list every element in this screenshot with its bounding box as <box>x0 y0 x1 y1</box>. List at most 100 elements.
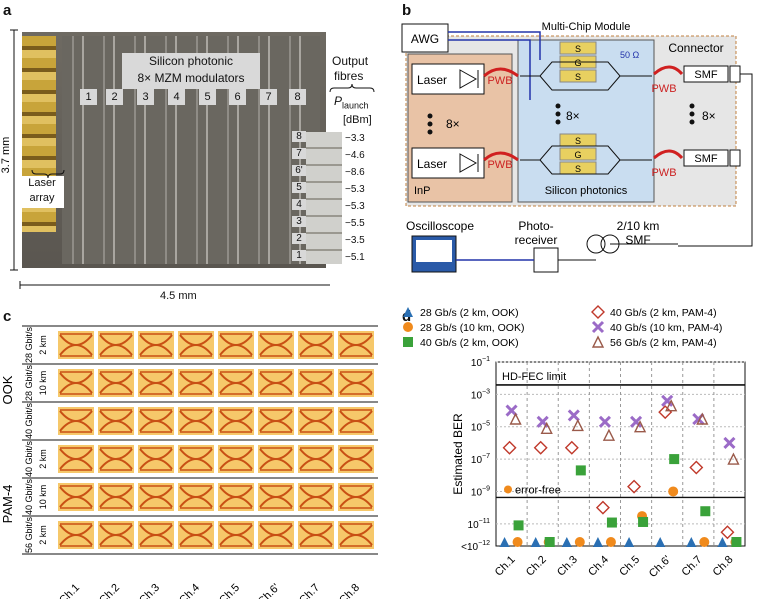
data-point <box>686 537 697 547</box>
dimension-horizontal: 4.5 mm <box>160 290 197 302</box>
si-multiplier: 8× <box>566 109 580 123</box>
y-tick-label: 10−1 <box>471 356 490 369</box>
ber-marks <box>499 394 742 547</box>
ber-chart: 28 Gb/s (2 km, OOK)28 Gb/s (10 km, OOK)4… <box>403 305 746 580</box>
chip-title-line2: 8× MZM modulators <box>137 71 245 85</box>
fibre-power-7: −4.6 <box>345 150 365 161</box>
eye-rail <box>260 333 292 357</box>
eye-trace <box>219 448 253 470</box>
row-rate-label: 40 Gbit/s <box>24 478 34 515</box>
modulator-number-7: 7 <box>260 89 277 105</box>
eye-trace <box>299 334 333 356</box>
connector-label: Connector <box>668 41 723 55</box>
plaunch-subscript: launch <box>342 100 369 111</box>
fibre-label-8: 8 <box>292 131 306 142</box>
setup-diagram: AWG Multi-Chip Module Connector Laser La… <box>401 21 753 273</box>
data-point <box>665 399 678 412</box>
legend-marker <box>591 335 605 348</box>
oscilloscope-label: Oscilloscope <box>406 219 474 233</box>
eye-rail <box>100 333 132 357</box>
eye-rail <box>300 485 332 509</box>
eye-rail <box>100 447 132 471</box>
y-tick-exponent: −12 <box>478 540 490 547</box>
data-point <box>595 500 610 515</box>
channel-label: Ch.3 <box>137 582 162 599</box>
modulator-number-6: 6 <box>229 89 246 105</box>
data-point <box>630 415 643 428</box>
data-point <box>575 465 586 476</box>
eye-rail <box>300 523 332 547</box>
eye-rail <box>260 523 292 547</box>
plaunch-label: Plaunch <box>334 94 369 110</box>
eye-rail <box>260 409 292 433</box>
eye-trace <box>339 410 373 432</box>
panel-label-b: b <box>402 2 412 19</box>
fibre-power-8: −3.3 <box>345 133 365 144</box>
eye-trace <box>219 410 253 432</box>
legend-label: 56 Gb/s (2 km, PAM-4) <box>610 337 717 349</box>
data-point <box>598 415 611 428</box>
errorfree-label: error-free <box>515 484 561 496</box>
eye-rail <box>220 333 252 357</box>
fibre-label-2: 2 <box>292 233 306 244</box>
fibre-label-6: 6' <box>292 165 306 176</box>
row-rate-label: 56 Gbit/s <box>24 516 34 553</box>
data-point <box>669 454 680 465</box>
group-pam4-label: PAM-4 <box>0 485 15 524</box>
laser-label-top: Laser <box>417 73 447 87</box>
output-label-1: Output <box>332 54 369 68</box>
panel-a-dimensions: 3.7 mm <box>0 29 330 289</box>
eye-trace <box>139 334 173 356</box>
x-tick-label: Ch.5 <box>617 554 642 579</box>
eye-rail <box>300 371 332 395</box>
channel-label: Ch.7 <box>297 582 322 599</box>
eye-trace <box>259 334 293 356</box>
data-point <box>731 537 742 547</box>
electrode-s1: S <box>575 44 581 54</box>
data-point <box>696 412 709 425</box>
data-point <box>655 537 666 547</box>
row-distance-label: 10 km <box>38 371 48 396</box>
laser-label-line2: array <box>29 192 55 204</box>
pwb-label-1: PWB <box>487 75 512 87</box>
fibre-power-1: −5.1 <box>345 252 365 263</box>
eye-trace <box>339 524 373 546</box>
data-point <box>700 506 711 517</box>
eye-trace <box>339 334 373 356</box>
data-point <box>723 436 736 449</box>
fibre-length-label: 2/10 km <box>617 219 660 233</box>
pwb-label-3: PWB <box>651 83 676 95</box>
data-point <box>606 517 617 528</box>
eye-rail <box>100 523 132 547</box>
y-tick-exponent: −5 <box>482 421 490 428</box>
modulator-number-2: 2 <box>106 89 123 105</box>
legend-marker <box>591 305 605 319</box>
data-point <box>502 440 517 455</box>
chip-title-line1: Silicon photonic <box>148 54 234 68</box>
eye-rail <box>260 371 292 395</box>
data-point <box>727 452 740 465</box>
inp-label: InP <box>414 185 431 197</box>
dimension-vertical: 3.7 mm <box>0 137 12 174</box>
fibre-power-4: −5.3 <box>345 201 365 212</box>
eye-rail <box>100 485 132 509</box>
legend-label: 40 Gb/s (10 km, PAM-4) <box>610 322 722 334</box>
legend-label: 40 Gb/s (2 km, OOK) <box>420 337 519 349</box>
hdfec-label: HD-FEC limit <box>502 371 566 383</box>
data-point <box>592 537 603 547</box>
eye-trace <box>259 448 293 470</box>
smf-label-2: SMF <box>694 153 718 165</box>
eye-rail <box>60 371 92 395</box>
row-rate-label: 28 Gbit/s <box>24 326 34 363</box>
y-tick-exponent: −3 <box>482 388 490 395</box>
x-tick-label: Ch.2 <box>524 554 549 579</box>
electrode-s2: S <box>575 72 581 82</box>
eye-rail <box>340 333 372 357</box>
channel-label: Ch.8 <box>337 582 362 599</box>
eye-rail <box>140 409 172 433</box>
laser-label-bottom: Laser <box>417 157 447 171</box>
y-tick-exponent: −9 <box>482 485 490 492</box>
data-point <box>513 520 524 531</box>
eye-trace <box>179 486 213 508</box>
